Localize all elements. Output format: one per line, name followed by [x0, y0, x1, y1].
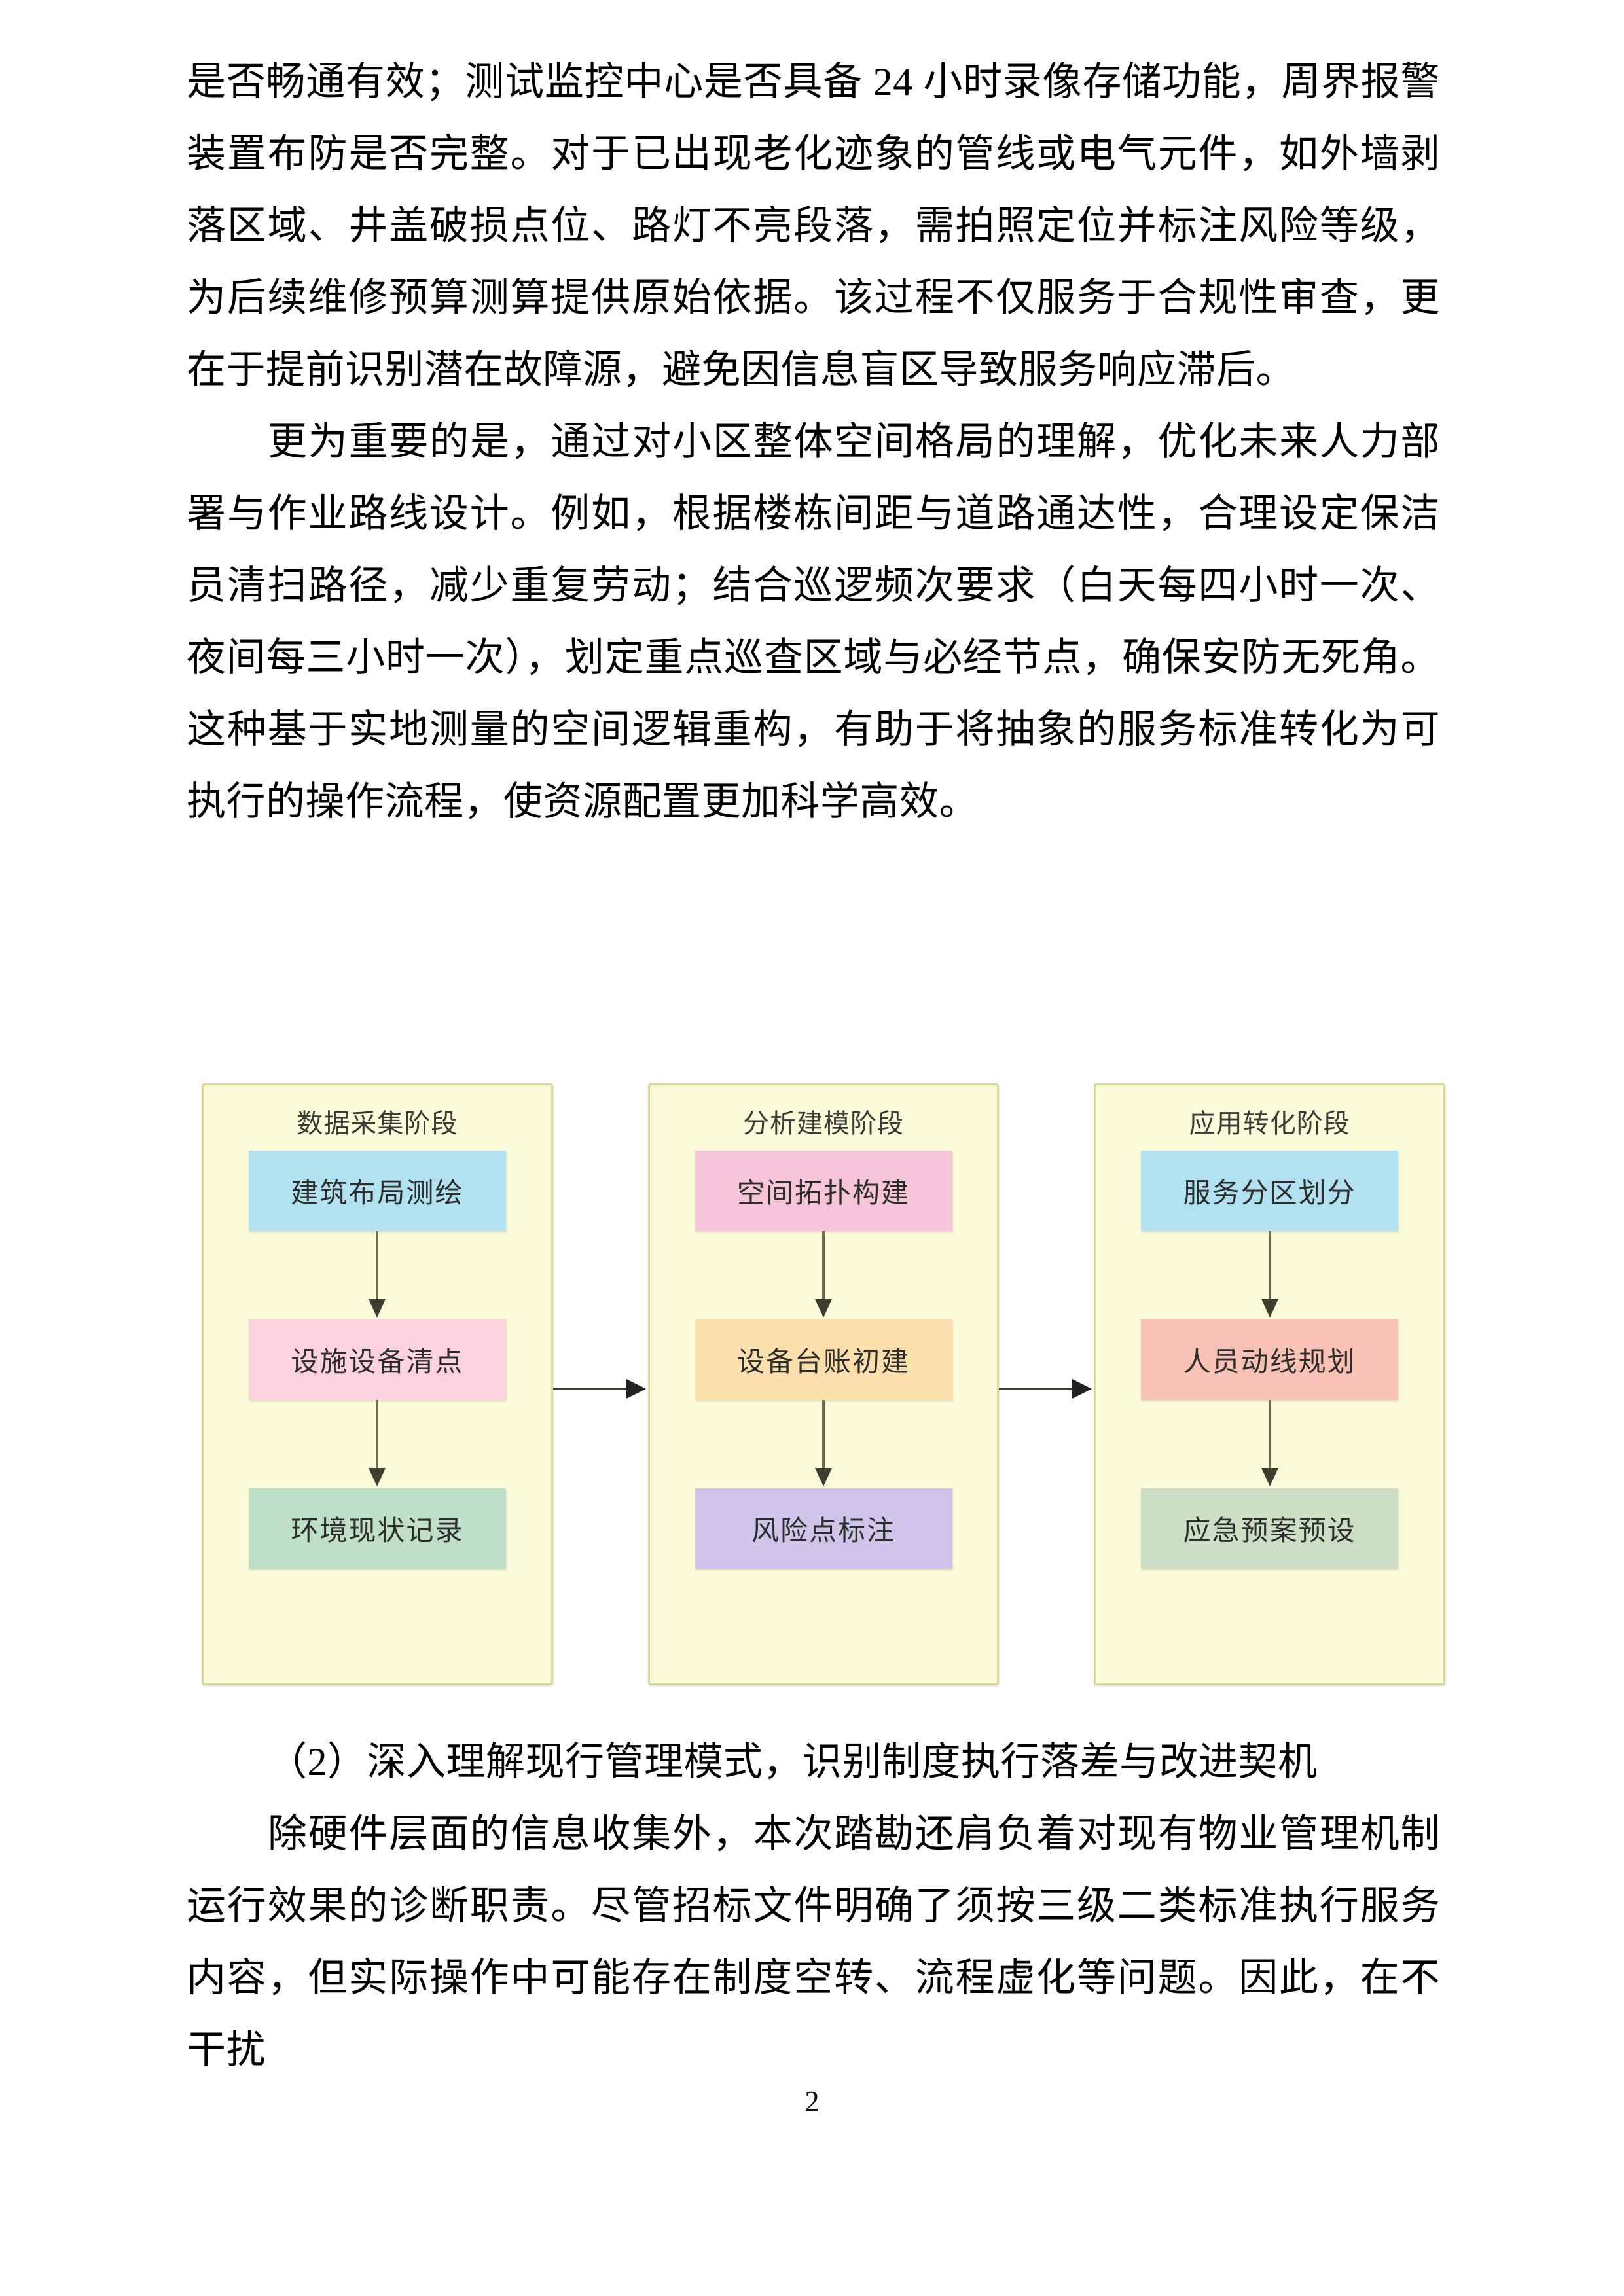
paragraph: 更为重要的是，通过对小区整体空间格局的理解，优化未来人力部署与作业路线设计。例如…	[187, 420, 1440, 823]
flow-node: 服务分区划分	[1141, 1151, 1399, 1231]
flow-node: 人员动线规划	[1141, 1319, 1399, 1400]
arrow-head	[1072, 1379, 1092, 1399]
arrow-down-icon	[695, 1231, 952, 1319]
flow-node: 设施设备清点	[248, 1319, 506, 1400]
process-flow-diagram: 数据采集阶段 建筑布局测绘 设施设备清点 环境现状记录 分析建模阶段 空间拓扑构…	[202, 1083, 1445, 1685]
flow-node: 风险点标注	[695, 1488, 952, 1569]
diagram-panel-application-conversion: 应用转化阶段 服务分区划分 人员动线规划 应急预案预设	[1094, 1083, 1445, 1685]
arrow-right-icon	[552, 1083, 648, 1685]
paragraph: 除硬件层面的信息收集外，本次踏勘还肩负着对现有物业管理机制运行效果的诊断职责。尽…	[187, 1812, 1440, 2072]
flow-node: 设备台账初建	[695, 1319, 952, 1400]
section-heading: （2）深入理解现行管理模式，识别制度执行落差与改进契机	[268, 1740, 1318, 1784]
flow-node: 建筑布局测绘	[248, 1151, 506, 1231]
arrow-head	[1261, 1468, 1278, 1486]
upper-text-block: 是否畅通有效；测试监控中心是否具备 24 小时录像存储功能，周界报警装置布防是否…	[187, 46, 1440, 838]
arrow-stem	[376, 1400, 379, 1473]
arrow-down-icon	[1141, 1400, 1398, 1488]
arrow-down-icon	[249, 1231, 506, 1319]
arrow-stem	[552, 1388, 630, 1390]
flow-node: 应急预案预设	[1141, 1488, 1399, 1569]
arrow-stem	[822, 1400, 825, 1473]
arrow-head	[626, 1379, 646, 1399]
arrow-stem	[822, 1231, 825, 1304]
arrow-head	[369, 1299, 386, 1318]
flow-node: 空间拓扑构建	[695, 1151, 952, 1231]
panel-title: 数据采集阶段	[297, 1109, 458, 1138]
panel-title: 应用转化阶段	[1189, 1109, 1350, 1138]
arrow-down-icon	[695, 1400, 952, 1488]
arrow-stem	[999, 1388, 1077, 1390]
flow-node: 环境现状记录	[248, 1488, 506, 1569]
page-number: 2	[804, 2085, 820, 2117]
lower-text-block: （2）深入理解现行管理模式，识别制度执行落差与改进契机 除硬件层面的信息收集外，…	[187, 1726, 1440, 2086]
panel-title: 分析建模阶段	[743, 1109, 904, 1138]
arrow-head	[1261, 1299, 1278, 1318]
arrow-head	[815, 1299, 832, 1318]
arrow-stem	[1268, 1231, 1271, 1304]
arrow-head	[815, 1468, 832, 1486]
arrow-stem	[1268, 1400, 1271, 1473]
arrow-right-icon	[999, 1083, 1094, 1685]
arrow-stem	[376, 1231, 379, 1304]
arrow-down-icon	[1141, 1231, 1398, 1319]
diagram-panel-analysis-modeling: 分析建模阶段 空间拓扑构建 设备台账初建 风险点标注	[647, 1083, 1000, 1685]
paragraph: 是否畅通有效；测试监控中心是否具备 24 小时录像存储功能，周界报警装置布防是否…	[187, 60, 1440, 391]
arrow-down-icon	[249, 1400, 506, 1488]
arrow-head	[369, 1468, 386, 1486]
diagram-panel-data-collection: 数据采集阶段 建筑布局测绘 设施设备清点 环境现状记录	[202, 1083, 553, 1685]
